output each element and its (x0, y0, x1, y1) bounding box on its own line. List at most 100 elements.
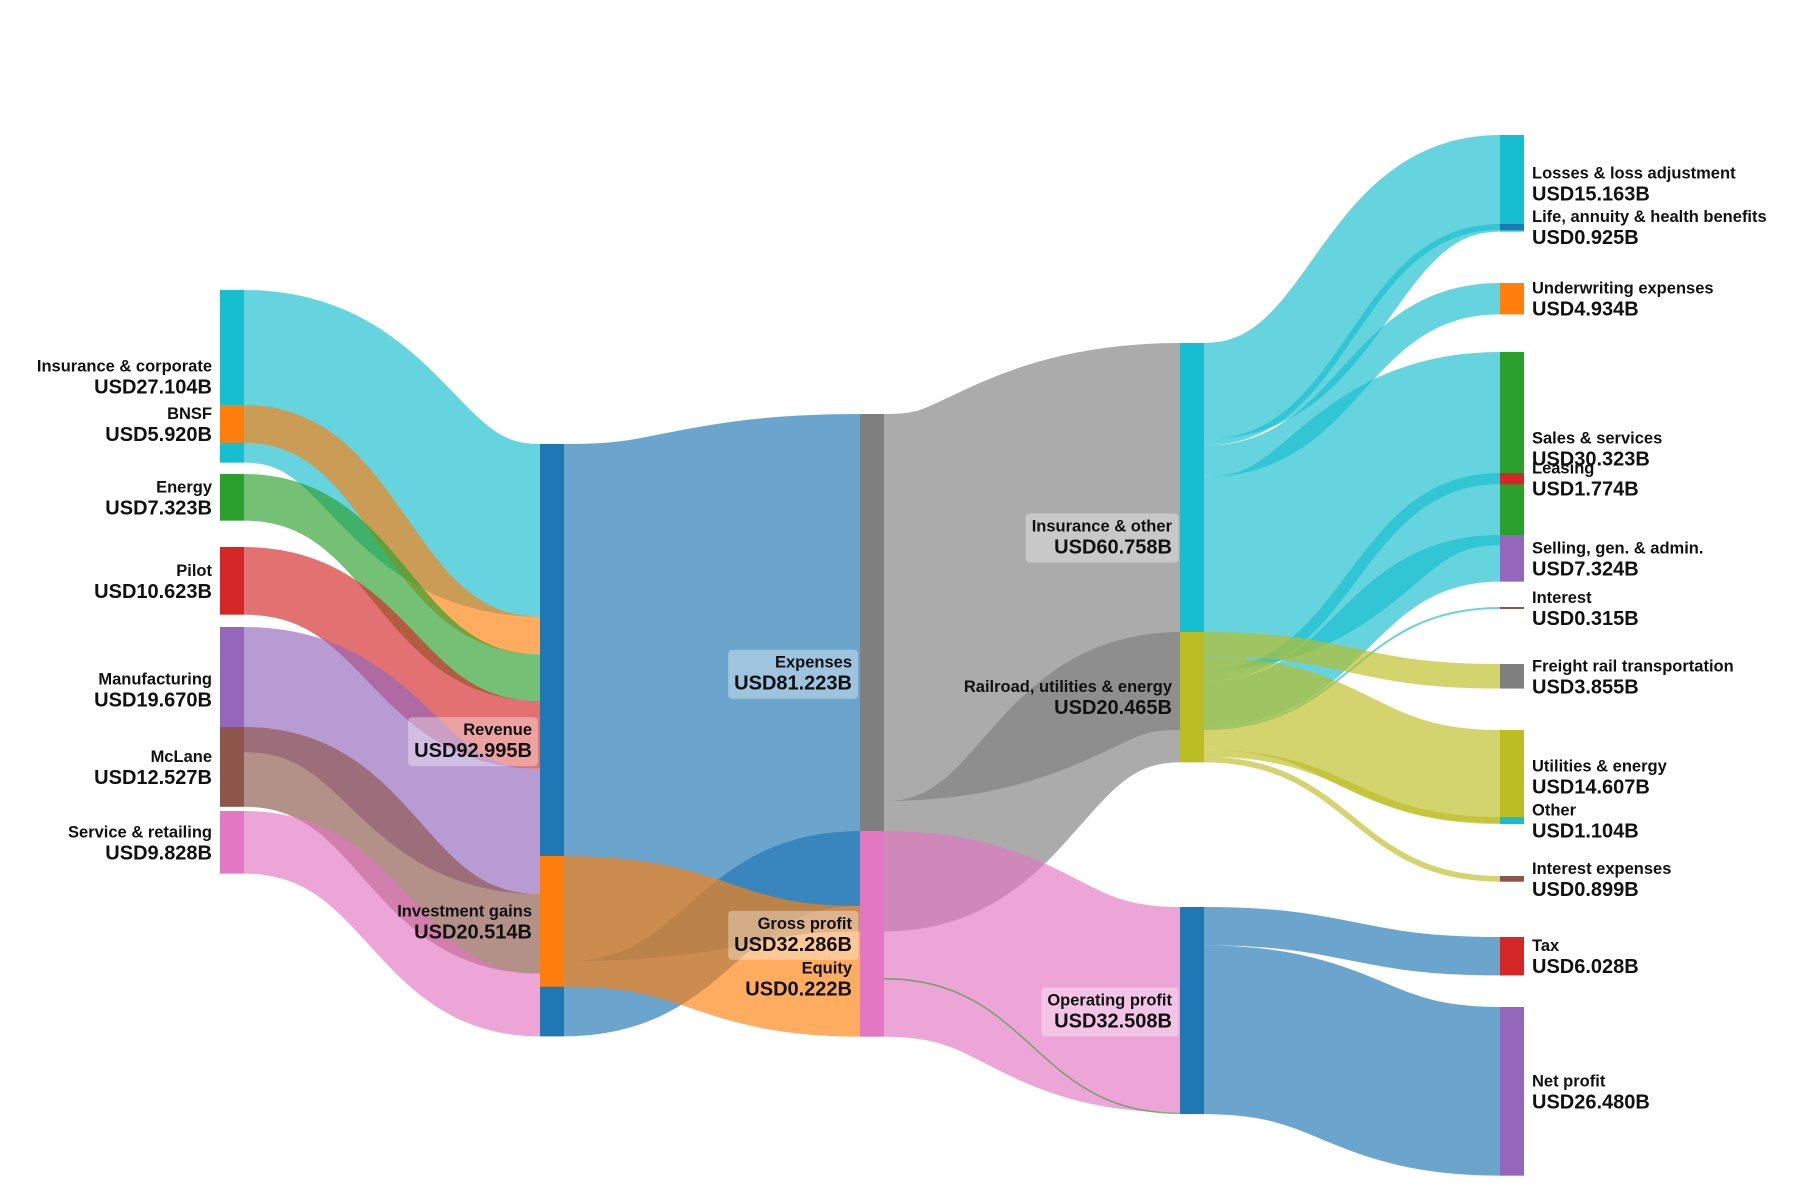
node-service (220, 811, 244, 874)
link-op_profit-to-tax (1203, 906, 1501, 976)
link-ins_corp-to-revenue (240, 290, 544, 617)
label-value-losses: USD15.163B (1532, 183, 1650, 205)
link-railroad-to-other (1203, 749, 1501, 825)
link-gross-to-op_profit (881, 831, 1183, 1113)
node-op_profit (1180, 907, 1204, 1115)
label-name-sales: Sales & services (1532, 430, 1662, 448)
label-value-sga: USD7.324B (1532, 558, 1639, 580)
label-value-utilities: USD14.607B (1532, 777, 1650, 799)
label-value-ins_other: USD60.758B (1054, 537, 1172, 559)
label-sga: Selling, gen. & admin.USD7.324B (1532, 539, 1703, 580)
label-name-inv_gains: Investment gains (397, 902, 532, 920)
link-expenses-to-ins_other (879, 343, 1185, 802)
label-background-expenses (728, 649, 858, 699)
label-value-freight: USD3.855B (1532, 676, 1639, 698)
label-name-sga: Selling, gen. & admin. (1532, 539, 1703, 557)
label-background-gross (728, 910, 859, 960)
link-pilot-to-revenue (242, 546, 542, 769)
label-name-interest: Interest (1532, 589, 1592, 607)
node-net_profit (1500, 1007, 1524, 1176)
label-value-bnsf: USD5.920B (105, 424, 212, 446)
node-sales (1500, 352, 1524, 546)
link-equity-to-op_profit (883, 977, 1181, 1115)
label-value-pilot: USD10.623B (94, 581, 212, 603)
node-interest (1500, 607, 1524, 610)
link-service-to-revenue (242, 810, 542, 1037)
node-energy (220, 474, 244, 521)
link-railroad-to-interest_exp (1203, 756, 1501, 882)
node-bnsf (220, 405, 244, 443)
label-value-service: USD9.828B (105, 842, 212, 864)
label-name-underwriting: Underwriting expenses (1532, 280, 1714, 298)
link-ins_other-to-underwriting (1203, 283, 1501, 477)
node-railroad (1180, 632, 1204, 763)
link-railroad-to-freight (1203, 631, 1501, 689)
node-mclane (220, 727, 244, 807)
label-name-life: Life, annuity & health benefits (1532, 208, 1767, 226)
link-bnsf-to-revenue (243, 404, 541, 655)
link-ins_other-to-losses (1201, 134, 1503, 440)
label-value-leasing: USD1.774B (1532, 479, 1639, 501)
label-name-freight: Freight rail transportation (1532, 657, 1734, 675)
label-name-gross: Gross profit (758, 915, 853, 933)
node-freight (1500, 664, 1524, 689)
node-leasing (1500, 473, 1524, 485)
label-name-losses: Losses & loss adjustment (1532, 164, 1736, 182)
label-name-net_profit: Net profit (1532, 1072, 1606, 1090)
link-op_profit-to-net_profit (1202, 945, 1502, 1176)
label-value-other: USD1.104B (1532, 821, 1639, 843)
label-value-sales: USD30.323B (1532, 449, 1650, 471)
label-value-energy: USD7.323B (105, 497, 212, 519)
sankey-links (240, 134, 1504, 1176)
node-other (1500, 817, 1524, 825)
label-name-bnsf: BNSF (167, 405, 212, 423)
label-value-net_profit: USD26.480B (1532, 1091, 1650, 1113)
label-name-other: Other (1532, 802, 1577, 820)
label-name-mclane: McLane (151, 748, 212, 766)
label-value-interest: USD0.315B (1532, 608, 1639, 630)
node-underwriting (1500, 283, 1524, 315)
label-name-revenue: Revenue (463, 721, 532, 739)
link-manufacturing-to-revenue (241, 627, 543, 894)
label-name-ins_other: Insurance & other (1032, 518, 1173, 536)
link-energy-to-revenue (243, 474, 541, 702)
node-interest_exp (1500, 876, 1524, 882)
label-name-utilities: Utilities & energy (1532, 758, 1668, 776)
label-name-pilot: Pilot (176, 562, 212, 580)
label-name-energy: Energy (156, 478, 213, 496)
label-name-tax: Tax (1532, 937, 1560, 955)
label-value-interest_exp: USD0.899B (1532, 879, 1639, 901)
label-value-tax: USD6.028B (1532, 956, 1639, 978)
node-life (1500, 224, 1524, 230)
link-ins_other-to-sales (1200, 352, 1504, 671)
label-value-op_profit: USD32.508B (1054, 1011, 1172, 1033)
label-value-manufacturing: USD19.670B (94, 690, 212, 712)
label-name-op_profit: Operating profit (1047, 992, 1172, 1010)
node-inv_gains (540, 856, 564, 987)
node-gross (860, 831, 884, 1037)
label-value-underwriting: USD4.934B (1532, 299, 1639, 321)
link-inv_gains-to-gross (563, 856, 861, 1037)
